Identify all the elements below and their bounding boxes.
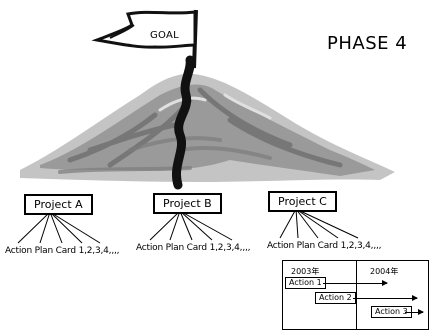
path-trail-icon [172, 55, 195, 190]
phase-title: PHASE 4 [327, 33, 408, 54]
year-divider [356, 261, 357, 329]
year-2004-label: 2004年 [370, 267, 399, 276]
action-plan-card-label-b: Action Plan Card 1,2,3,4,,,, [136, 243, 251, 253]
goal-flag-icon [91, 9, 198, 69]
project-b-box: Project B [153, 193, 222, 214]
action-plan-card-label-a: Action Plan Card 1,2,3,4,,,, [5, 246, 120, 256]
action-2-box: Action 2 [315, 292, 356, 304]
action-3-arrow [405, 309, 424, 315]
project-c-box: Project C [268, 191, 337, 212]
action-2-arrow [353, 295, 418, 301]
goal-label: GOAL [150, 30, 180, 41]
action-plan-card-label-c: Action Plan Card 1,2,3,4,,,, [267, 241, 382, 251]
action-timeline: 2003年 2004年 Action 1 Action 2 Action 3 [282, 260, 429, 330]
project-a-box: Project A [24, 194, 93, 215]
year-2003-label: 2003年 [291, 267, 320, 276]
action-1-box: Action 1 [285, 277, 326, 289]
action-1-arrow [323, 280, 388, 286]
